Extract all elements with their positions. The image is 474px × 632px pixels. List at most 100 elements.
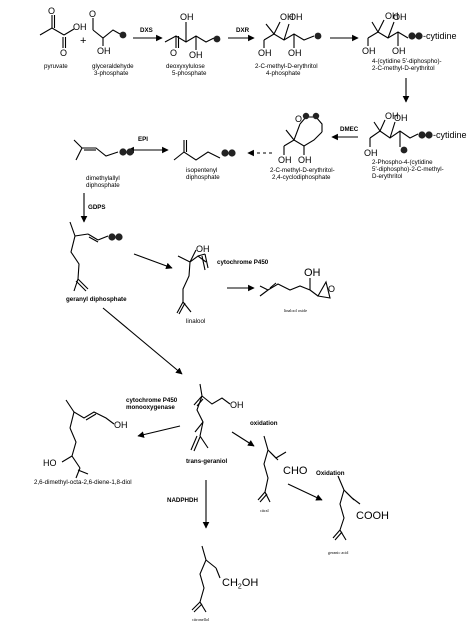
o-label: O: [48, 6, 55, 16]
arrow-citral-to-geranic-acid: [287, 483, 323, 501]
enzyme-dmec: DMEC: [340, 126, 359, 133]
phosphate-icon: [119, 31, 127, 39]
enzyme-p450-monooxygenase: cytochrome P450: [126, 397, 178, 404]
compound-name-pyruvate: pyruvate: [44, 63, 68, 70]
compound-name-diol: 2,6-dimethyl-octa-2,6-diene-1,8-diol: [34, 479, 132, 486]
arrow-gpp-to-geraniol: [102, 307, 183, 375]
compound-name-citral: citral: [260, 508, 269, 513]
cytidine-label: -cytidine: [423, 31, 457, 41]
compound-name-deoxyxylulose-line2: 5-phosphate: [172, 70, 207, 77]
phosphate-icon: [425, 131, 433, 139]
phosphate-icon: [418, 131, 426, 139]
isopentenyl-diphosphate-structure: [173, 140, 236, 161]
compound-name-glyceraldehyde: glyceraldehyde: [92, 63, 134, 70]
arrow-geraniol-to-citral: [231, 431, 255, 447]
enzyme-p450-monooxygenase-line2: monooxygenase: [126, 404, 175, 411]
oh-label: OH: [385, 11, 399, 21]
methylerythritol-cyclodiphosphate-structure: O OH OH: [278, 112, 323, 165]
oh-label: OH: [364, 148, 378, 158]
cooh-label: COOH: [356, 510, 389, 522]
enzyme-oxidation-2: Oxidation: [316, 470, 345, 477]
phosphate-icon: [213, 35, 221, 43]
linalool-oxide-structure: OH O: [259, 267, 335, 299]
geranyl-diphosphate-structure: [69, 221, 123, 292]
diene-diol-structure: OH HO: [43, 399, 128, 479]
oh-label: OH: [385, 111, 399, 121]
phosphate-icon: [126, 148, 134, 156]
enzyme-oxidation-1: oxidation: [250, 420, 278, 427]
phosphate-icon: [302, 112, 310, 120]
o-label: O: [89, 9, 96, 19]
oh-label: OH: [392, 46, 406, 56]
oh-label: OH: [289, 12, 303, 22]
citronellol-structure: CH2OH: [191, 545, 258, 613]
enzyme-dxs: DXS: [140, 27, 153, 34]
phosphate-icon: [221, 149, 229, 157]
o-label: O: [60, 48, 67, 58]
compound-name-citronellol: citronellol: [192, 617, 210, 622]
compound-name-cdpme-line2: 2-C-methyl-D-erythritol: [372, 65, 435, 72]
cdp-methylerythritol-phosphate-structure: OH OH OH -cytidine: [364, 111, 467, 158]
o-label: O: [295, 114, 302, 124]
ch2oh-label: CH2OH: [222, 577, 258, 591]
phosphate-icon: [312, 112, 320, 120]
methylerythritol-phosphate-structure: OH OH OH OH: [258, 12, 322, 58]
oh-label: OH: [230, 400, 244, 410]
compound-name-mecpp-line2: 2,4-cyclodiphosphate: [272, 174, 331, 181]
phosphate-icon: [314, 32, 322, 40]
oh-label: OH: [362, 46, 376, 56]
citral-structure: CHO: [257, 435, 308, 503]
compound-name-geranic-acid: geranic acid: [328, 550, 349, 555]
linalool-structure: OH: [176, 244, 210, 315]
compound-name-gpp: geranyl diphosphate: [66, 296, 127, 303]
compound-name-cdpmep-line3: D-erythritol: [372, 173, 402, 180]
phosphate-icon: [119, 148, 127, 156]
compound-name-cdpmep-line2: 5'-diphospho)-2-C-methyl-: [372, 166, 444, 173]
glyceraldehyde-3-phosphate-structure: O OH: [89, 9, 127, 56]
compound-name-linalool: linalool: [186, 318, 205, 325]
phosphate-icon: [400, 146, 408, 154]
plus-sign: +: [80, 35, 86, 47]
oh-label: OH: [114, 420, 128, 430]
oh-label: OH: [298, 155, 312, 165]
trans-geraniol-structure: OH: [190, 383, 244, 452]
compound-name-ipp-line2: diphosphate: [186, 174, 220, 181]
compound-name-dmapp: dimethylallyl: [86, 175, 120, 182]
arrow-geraniol-to-diol: [137, 425, 181, 438]
oh-label: OH: [304, 267, 321, 279]
cdp-methylerythritol-structure: OH OH OH OH -cytidine: [362, 11, 457, 56]
cho-label: CHO: [283, 465, 308, 477]
compound-name-mecpp: 2-C-methyl-D-erythritol-: [270, 167, 335, 174]
o-label: O: [328, 284, 335, 294]
oh-label: OH: [258, 48, 272, 58]
o-label: O: [170, 48, 177, 58]
compound-name-glyceraldehyde-line2: 3-phosphate: [94, 70, 129, 77]
compound-name-deoxyxylulose: deoxyxylulose: [166, 63, 205, 70]
compound-name-dmapp-line2: diphosphate: [86, 182, 120, 189]
oh-label: OH: [189, 50, 203, 60]
pyruvate-structure: O OH O: [39, 6, 87, 58]
oh-label: OH: [180, 12, 194, 22]
deoxyxylulose-5-phosphate-structure: OH O OH: [164, 12, 221, 60]
compound-name-mep: 2-C-methyl-D-erythritol: [255, 63, 318, 70]
compound-name-linalool-oxide: linalool oxide: [284, 308, 307, 313]
compound-name-mep-line2: 4-phosphate: [266, 70, 301, 77]
geranic-acid-structure: COOH: [332, 475, 389, 541]
oh-label: OH: [288, 48, 302, 58]
enzyme-dxr: DXR: [236, 27, 250, 34]
oh-label: OH: [196, 244, 210, 254]
compound-name-ipp: isopentenyl: [186, 167, 217, 174]
oh-label: OH: [393, 12, 407, 22]
oh-label: OH: [280, 12, 294, 22]
enzyme-gdps: GDPS: [88, 204, 106, 211]
phosphate-icon: [108, 233, 116, 241]
enzyme-nadphdh: NADPHDH: [167, 497, 198, 504]
phosphate-icon: [115, 233, 123, 241]
cytidine-label: -cytidine: [433, 130, 467, 140]
compound-name-cdpmep: 2-Phospho-4-(cytidine: [372, 159, 433, 166]
phosphate-icon: [415, 32, 423, 40]
compound-name-geraniol: trans-geraniol: [186, 458, 228, 465]
dimethylallyl-diphosphate-structure: [73, 139, 134, 161]
oh-label: OH: [97, 46, 111, 56]
